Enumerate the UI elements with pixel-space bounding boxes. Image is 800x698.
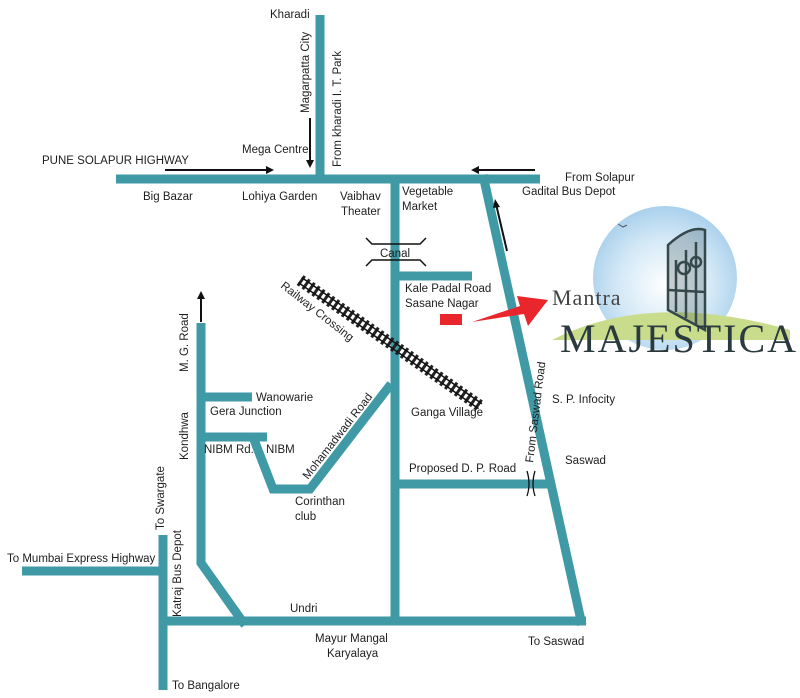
road-mg-kondhwa <box>196 323 249 628</box>
label-sasane-nagar: Sasane Nagar <box>405 298 479 310</box>
label-nibm-rd: NIBM Rd. <box>204 444 254 456</box>
direction-arrows <box>165 118 535 322</box>
canal-bridge-icon <box>365 237 427 267</box>
label-lohiya-garden: Lohiya Garden <box>242 191 317 203</box>
label-to-mumbai: To Mumbai Express Highway <box>7 553 156 565</box>
label-mayur-mangal: Mayur Mangal <box>315 633 388 645</box>
label-from-solapur: From Solapur <box>565 172 635 184</box>
label-kharadi-it-park: From kharadi I. T. Park <box>332 51 344 167</box>
label-undri: Undri <box>290 603 317 615</box>
label-vaibhav: Vaibhav <box>340 191 381 203</box>
label-karyalaya: Karyalaya <box>327 648 379 660</box>
road-saswad <box>478 174 587 626</box>
arrow-right-icon <box>165 166 274 174</box>
label-mega-centre: Mega Centre <box>242 144 308 156</box>
brand-name-large: MAJESTICA <box>560 316 798 361</box>
label-gadital: Gadital Bus Depot <box>522 186 616 198</box>
brand-logo: Mantra MAJESTICA <box>552 206 798 361</box>
gate-icon <box>666 227 707 333</box>
label-canal: Canal <box>380 248 410 260</box>
label-ganga-village: Ganga Village <box>411 407 483 419</box>
label-katraj-bus-depot: Katraj Bus Depot <box>172 529 184 617</box>
railway-track-icon <box>296 275 484 412</box>
label-sp-infocity: S. P. Infocity <box>552 394 615 406</box>
label-club: club <box>295 511 316 523</box>
dp-road-bridge-icon <box>526 470 536 497</box>
arrow-up-icon <box>197 291 205 322</box>
label-gera-junction: Gera Junction <box>210 406 282 418</box>
label-pune-solapur-highway: PUNE SOLAPUR HIGHWAY <box>42 155 189 167</box>
label-mg-road: M. G. Road <box>179 313 191 372</box>
label-saswad: Saswad <box>565 455 606 467</box>
label-to-bangalore: To Bangalore <box>172 680 240 692</box>
label-corinthan: Corinthan <box>295 496 345 508</box>
arrow-left-icon <box>471 166 535 174</box>
label-kondhwa: Kondhwa <box>179 411 191 460</box>
label-vegetable: Vegetable <box>402 186 453 198</box>
road-mohamadwadi <box>248 381 395 494</box>
label-theater: Theater <box>341 206 381 218</box>
site-marker[interactable] <box>440 314 462 325</box>
label-market: Market <box>402 201 438 213</box>
label-mohamadwadi-road: Mohamadwadi Road <box>301 391 375 482</box>
label-proposed-dp-road: Proposed D. P. Road <box>409 463 516 475</box>
arrow-up-diagonal-icon <box>493 199 508 252</box>
red-pointer-arrow-icon <box>472 296 548 326</box>
arrow-down-icon <box>306 118 314 168</box>
label-wanowarie: Wanowarie <box>256 392 313 404</box>
label-nibm: NIBM <box>266 444 295 456</box>
bird-icon <box>617 223 628 228</box>
label-kale-padal: Kale Padal Road <box>405 283 491 295</box>
label-to-swargate: To Swargate <box>155 466 167 530</box>
brand-name-small: Mantra <box>552 285 622 310</box>
label-to-saswad: To Saswad <box>528 636 584 648</box>
label-kharadi: Kharadi <box>270 9 310 21</box>
roads <box>22 15 587 690</box>
logo-hill <box>552 312 790 340</box>
label-magarpatta: Magarpatta City <box>300 32 312 113</box>
label-big-bazar: Big Bazar <box>143 191 193 203</box>
